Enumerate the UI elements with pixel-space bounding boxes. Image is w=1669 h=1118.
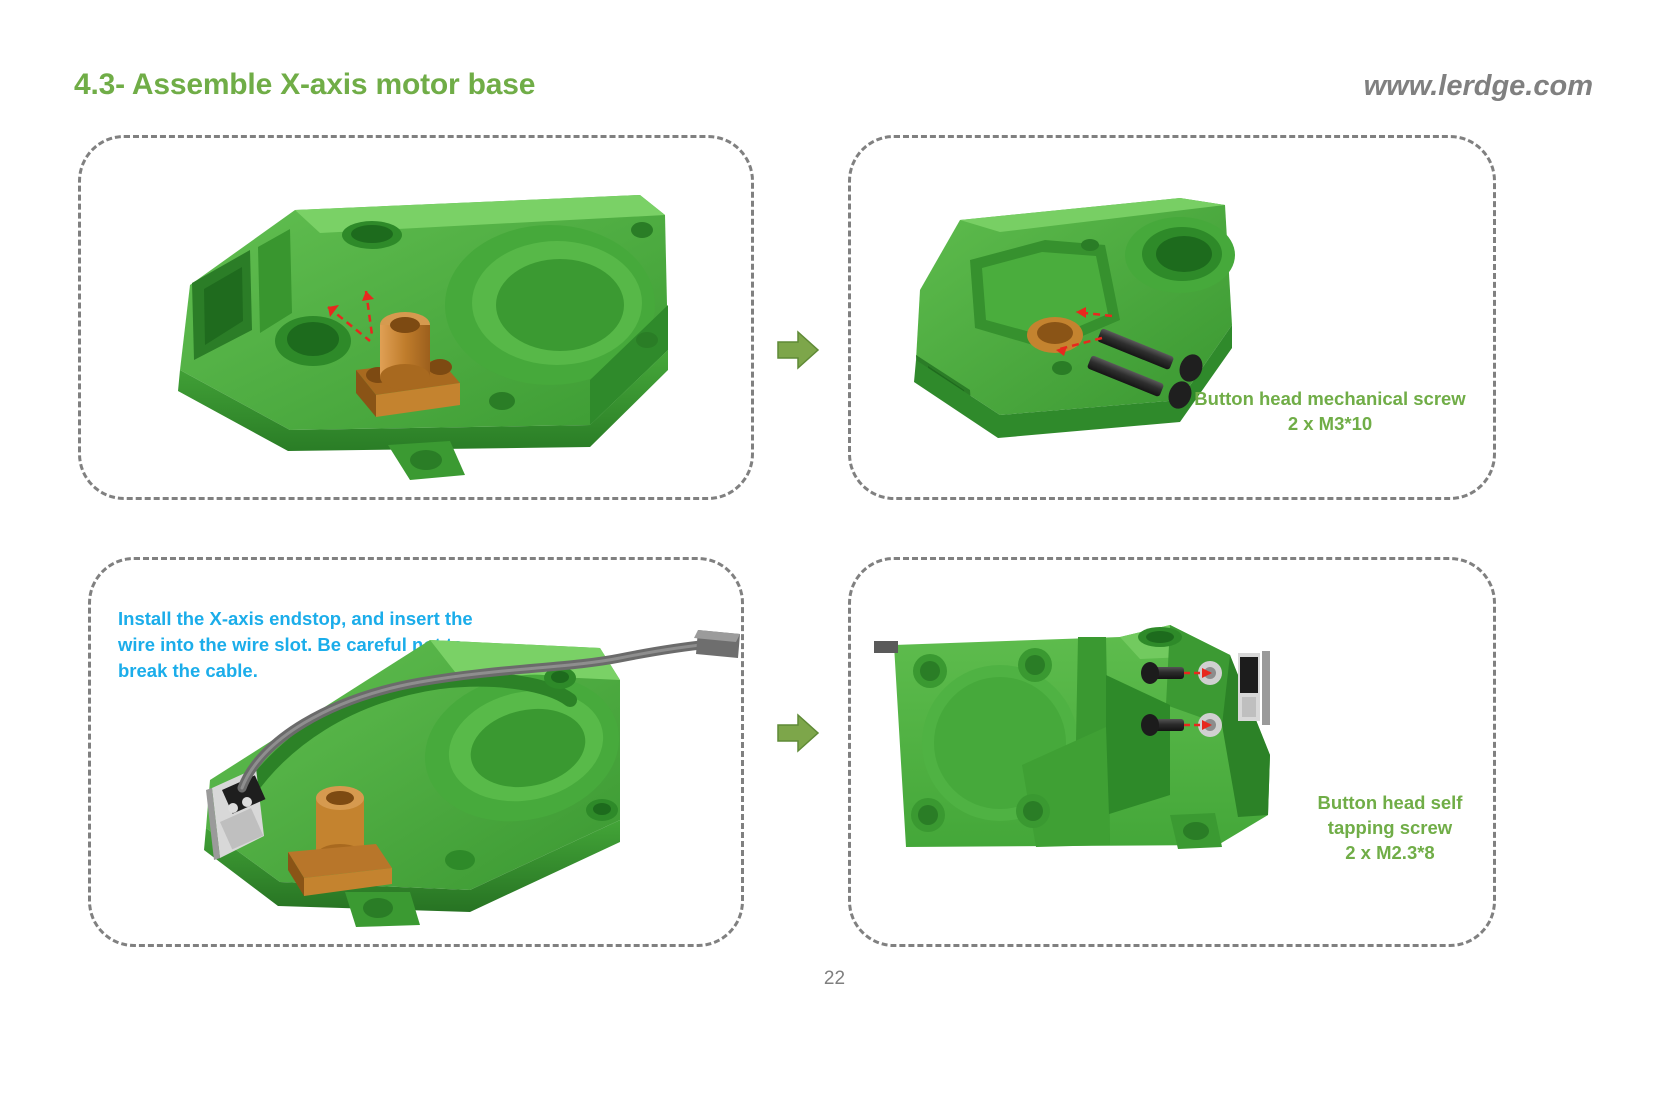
callout-button-head-mechanical-screw: Button head mechanical screw 2 x M3*10	[1194, 388, 1466, 434]
site-url-text: www.lerdge.com	[1363, 70, 1593, 102]
arrow-right-icon	[777, 713, 820, 753]
panel-motor-base-endstop-screws	[848, 557, 1496, 947]
arrow-right-icon	[777, 330, 820, 370]
callout-button-head-self-tapping-screw: Button head self tapping screw 2 x M2.3*…	[1317, 792, 1463, 863]
page-number: 22	[823, 968, 846, 989]
page-title: 4.3- Assemble X-axis motor base	[74, 68, 536, 101]
panel-motor-base-with-brass-nut	[78, 135, 754, 500]
panel-motor-base-with-screws	[848, 135, 1496, 500]
instruction-note-text: Install the X-axis endstop, and insert t…	[118, 608, 473, 681]
